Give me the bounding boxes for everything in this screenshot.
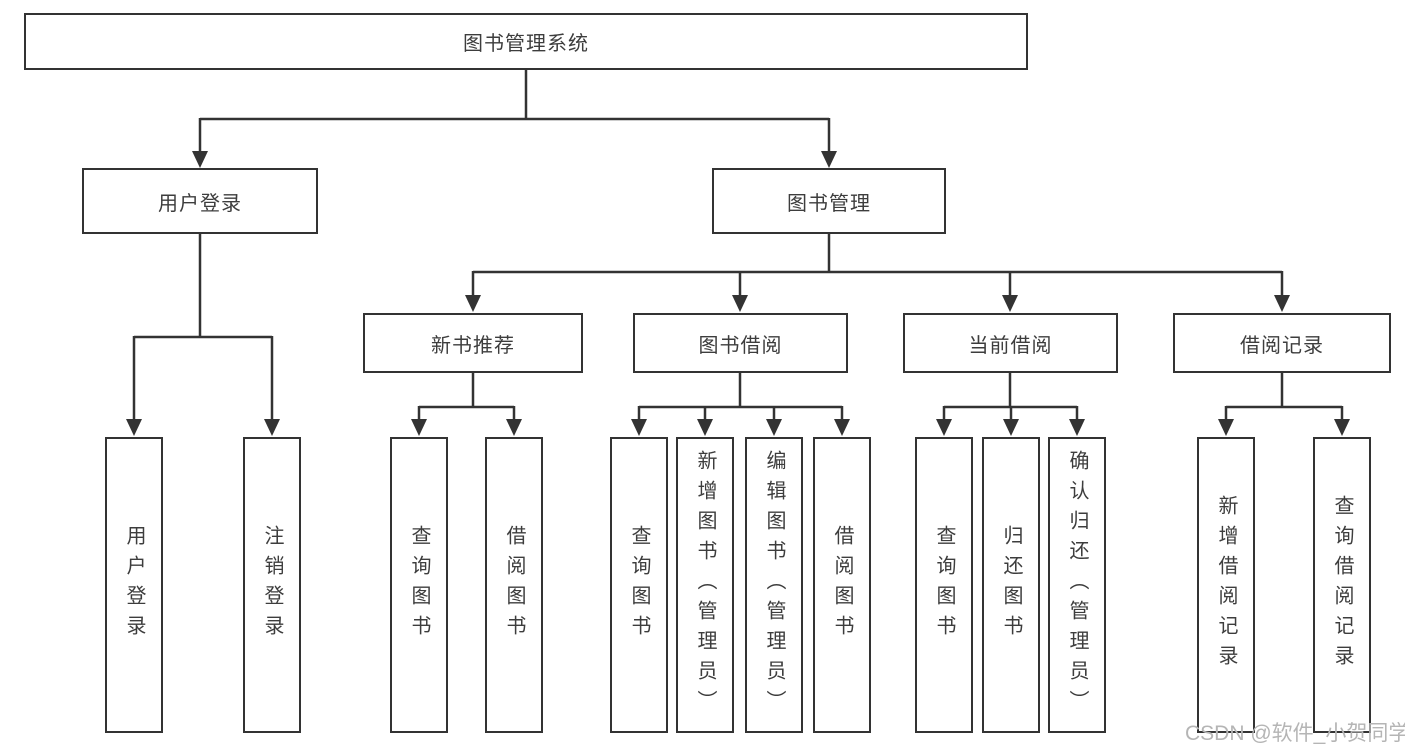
node-book-borrow: 图书借阅 xyxy=(633,313,848,373)
leaf-recommend-borrow-books-label: 借阅图书 xyxy=(503,525,525,645)
node-book-management: 图书管理 xyxy=(712,168,946,234)
leaf-borrow-books: 借阅图书 xyxy=(813,437,871,733)
leaf-add-borrow-record-label: 新增借阅记录 xyxy=(1215,495,1237,675)
leaf-recommend-borrow-books: 借阅图书 xyxy=(485,437,543,733)
leaf-edit-books-admin-label: 编辑图书（管理员） xyxy=(763,450,785,720)
leaf-query-borrow-record-label: 查询借阅记录 xyxy=(1331,495,1353,675)
leaf-add-books-admin: 新增图书（管理员） xyxy=(676,437,734,733)
node-user-login: 用户登录 xyxy=(82,168,318,234)
leaf-current-query-books: 查询图书 xyxy=(915,437,973,733)
leaf-confirm-return-admin: 确认归还（管理员） xyxy=(1048,437,1106,733)
node-new-book-recommend: 新书推荐 xyxy=(363,313,583,373)
leaf-current-query-books-label: 查询图书 xyxy=(933,525,955,645)
leaf-user-login-label: 用户登录 xyxy=(123,525,145,645)
node-current-borrow-label: 当前借阅 xyxy=(968,334,1053,357)
leaf-confirm-return-admin-label: 确认归还（管理员） xyxy=(1066,450,1088,720)
node-root-system: 图书管理系统 xyxy=(24,13,1028,70)
leaf-borrow-query-books: 查询图书 xyxy=(610,437,668,733)
leaf-borrow-query-books-label: 查询图书 xyxy=(628,525,650,645)
node-borrow-records-label: 借阅记录 xyxy=(1240,334,1324,357)
leaf-logout-label: 注销登录 xyxy=(261,525,283,645)
node-new-book-recommend-label: 新书推荐 xyxy=(431,334,515,357)
leaf-recommend-query-books-label: 查询图书 xyxy=(408,525,430,645)
leaf-logout: 注销登录 xyxy=(243,437,301,733)
leaf-borrow-books-label: 借阅图书 xyxy=(831,525,853,645)
leaf-query-borrow-record: 查询借阅记录 xyxy=(1313,437,1371,733)
node-current-borrow: 当前借阅 xyxy=(903,313,1118,373)
leaf-recommend-query-books: 查询图书 xyxy=(390,437,448,733)
leaf-return-books-label: 归还图书 xyxy=(1000,525,1022,645)
leaf-user-login: 用户登录 xyxy=(105,437,163,733)
leaf-return-books: 归还图书 xyxy=(982,437,1040,733)
node-borrow-records: 借阅记录 xyxy=(1173,313,1391,373)
leaf-add-borrow-record: 新增借阅记录 xyxy=(1197,437,1255,733)
leaf-add-books-admin-label: 新增图书（管理员） xyxy=(694,450,716,720)
leaf-edit-books-admin: 编辑图书（管理员） xyxy=(745,437,803,733)
node-book-management-label: 图书管理 xyxy=(787,192,871,215)
csdn-watermark: CSDN @软件_小贺同学 xyxy=(1185,722,1405,745)
node-user-login-label: 用户登录 xyxy=(158,192,242,215)
node-book-borrow-label: 图书借阅 xyxy=(698,334,783,357)
node-root-label: 图书管理系统 xyxy=(463,33,589,55)
